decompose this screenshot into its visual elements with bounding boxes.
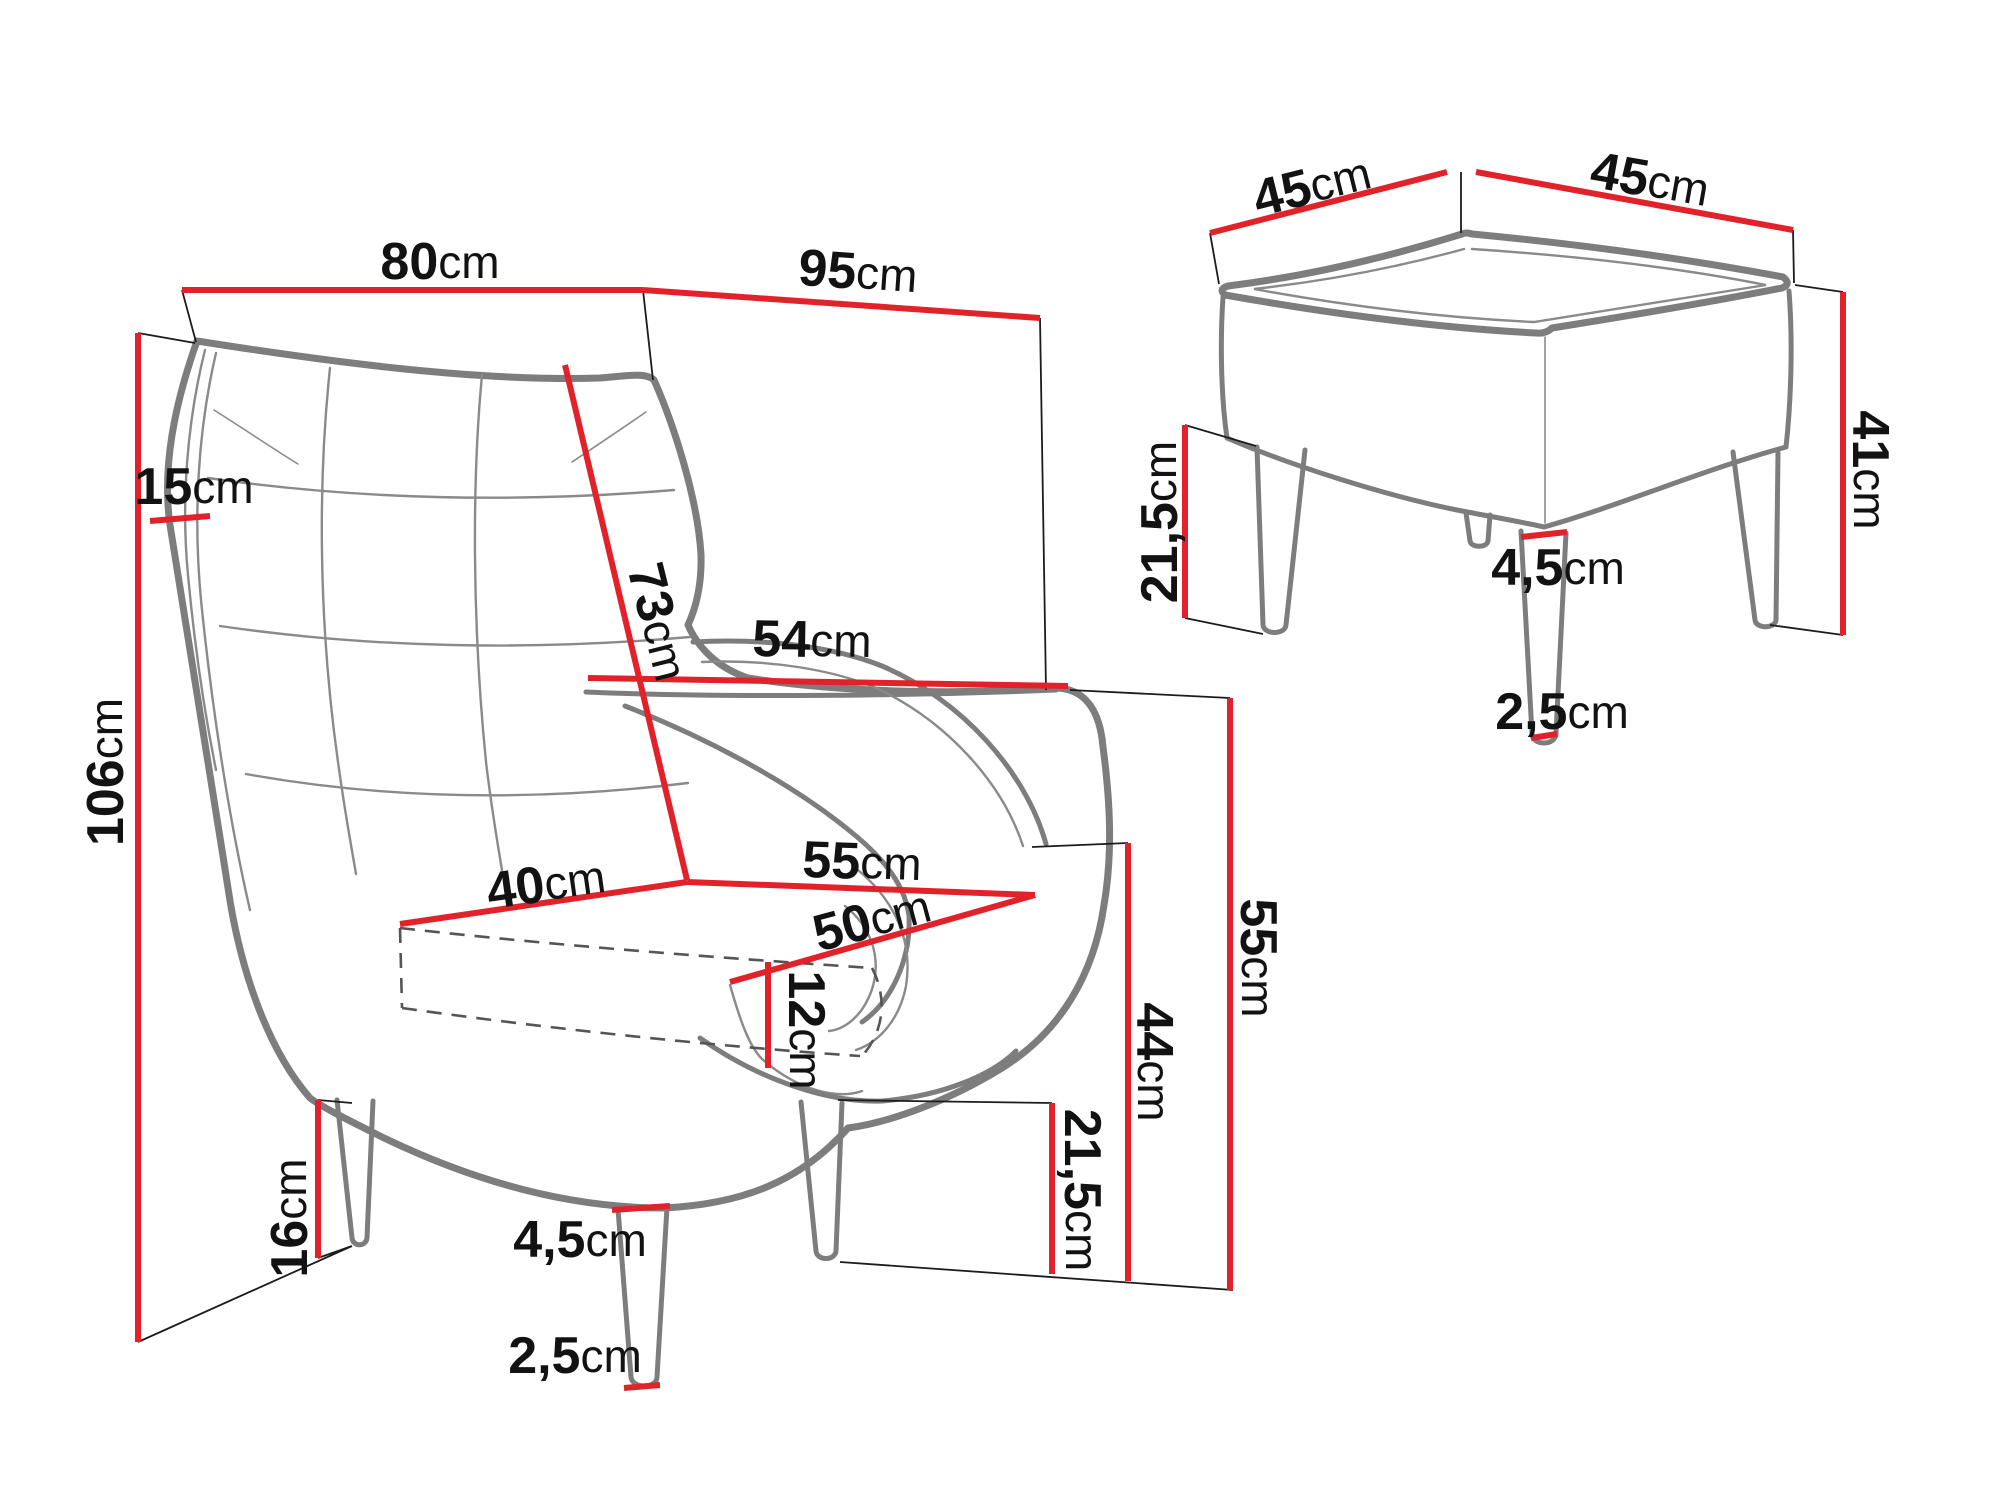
chair-armrest-scroll-outer [854,868,909,1052]
chair-tuft-seams-horizontal [206,476,692,797]
dim-line-ottoman-45-right [1475,169,1794,233]
dim-label-ottoman-leg-top-width: 4,5cm [1491,539,1625,597]
chair-back-left-leg [334,1097,376,1248]
chair-lumbar-pillow-inner [700,660,1025,848]
ottoman-skirt-bottom-right [1541,444,1789,530]
chair-tuft-seams-vertical [320,366,504,876]
dim-label-chair-backrest-length: 73cm [615,557,700,687]
chair-lumbar-pillow [690,638,1049,847]
dim-label-ottoman-top-depth: 45cm [1586,141,1713,219]
ottoman-skirt-right-edge [1783,288,1794,450]
dim-label-chair-armrest-length: 54cm [752,610,872,670]
ottoman-top-piping [1253,247,1767,324]
dim-label-chair-front-leg-top-width: 4,5cm [513,1211,647,1269]
dim-label-chair-seat-height: 44cm [1125,1002,1183,1121]
ottoman-drawing [1218,229,1794,746]
dim-label-chair-rear-leg-height: 16cm [261,1158,319,1277]
projection-lines [137,172,1844,1343]
ottoman-right-leg [1730,449,1781,630]
dashed-armrest-top [399,926,873,970]
ottoman-left-leg [1254,444,1308,635]
chair-back-right-leg [798,1099,845,1261]
ottoman-top-face [1218,229,1791,337]
dim-label-chair-cushion-thickness: 12cm [777,970,835,1089]
dim-tick-chair-leg-top-4-5 [611,1203,671,1213]
dim-label-chair-armrest-height: 55cm [1229,898,1287,1017]
dim-line-chair-95 [642,287,1041,321]
dim-tick-ottoman-leg-bottom-2-5 [1530,731,1558,741]
dim-label-chair-front-leg-bottom-width: 2,5cm [508,1327,642,1385]
dim-label-chair-total-height: 106cm [77,698,135,846]
dim-label-chair-top-width: 80cm [380,233,499,291]
dim-label-ottoman-total-height: 41cm [1841,410,1899,529]
chair-armrest-top-edge [583,687,1059,699]
dim-label-chair-right-leg-height: 21,5cm [1053,1109,1111,1272]
dashed-armrest-front-arc [861,967,883,1057]
dim-line-chair-50 [729,892,1036,985]
dim-line-chair-55-seat [686,879,1036,898]
dim-tick-chair-leg-bottom-2-5 [623,1382,661,1391]
chair-back-panel-line [196,351,252,912]
dim-tick-ottoman-leg-top-4-5 [1520,529,1568,540]
chair-tuft-corner-seams [213,409,647,465]
projection-lines-ottoman [1184,172,1844,636]
dim-label-ottoman-leg-height: 21,5cm [1131,441,1189,604]
dim-label-chair-wing-thickness: 15cm [134,458,253,516]
dim-line-ottoman-45-left [1209,169,1448,236]
dim-label-chair-seat-depth-left: 40cm [483,847,609,921]
chair-seat-front-edge [728,983,864,1096]
dim-line-chair-40 [399,879,688,927]
dim-label-chair-top-depth: 95cm [797,239,920,305]
ottoman-skirt-left-edge [1218,294,1230,441]
chair-silhouette [164,337,1114,1212]
ottoman-skirt-bottom-left [1224,435,1547,530]
chair-armrest-scroll-inner [827,904,877,1033]
dim-line-chair-73 [562,364,690,881]
dim-label-ottoman-top-width: 45cm [1247,143,1377,228]
dim-label-ottoman-leg-bottom-width: 2,5cm [1495,683,1629,741]
projection-lines-chair [137,289,1234,1343]
dim-line-chair-15 [149,513,211,524]
dim-line-chair-54 [587,675,1069,689]
dimension-lines [135,169,1846,1391]
chair-armrest-inner-curve [622,703,912,1025]
dim-label-chair-seat-width: 55cm [801,831,922,893]
chair-hidden-armrest-dashed [398,926,883,1058]
dashed-armrest-left-edge [398,927,404,1009]
ottoman-back-leg-stub [1463,510,1493,549]
dashed-armrest-bottom [401,1006,861,1058]
chair-wing-inner-line [183,348,218,772]
